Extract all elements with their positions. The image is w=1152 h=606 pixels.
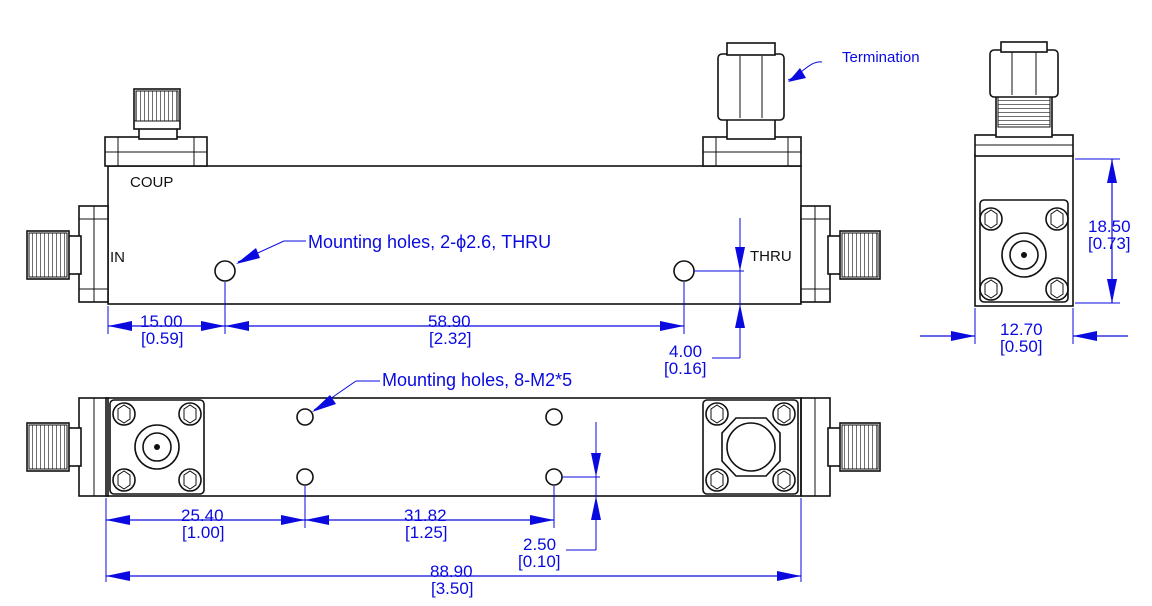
dim-top-left-mm: 15.00: [140, 312, 183, 331]
bottom-body: [105, 397, 802, 497]
dim-top-middle-inch: [2.32]: [429, 329, 472, 348]
dim-side-height-mm: 18.50: [1088, 217, 1131, 236]
in-connector: [26, 205, 109, 303]
dim-bottom-left-inch: [1.00]: [182, 523, 225, 542]
dim-top-offset-inch: [0.16]: [664, 359, 707, 378]
dim-bottom-offset-mm: 2.50: [523, 535, 556, 554]
dim-overall-inch: [3.50]: [431, 579, 474, 598]
coup-label: COUP: [130, 174, 173, 191]
top-holes-note: Mounting holes, 2-ϕ2.6, THRU: [308, 232, 551, 252]
screw-icon: [1045, 277, 1069, 301]
top-view: COUP IN THRU Termination Mounting holes,…: [26, 42, 920, 378]
dim-top-left-inch: [0.59]: [141, 329, 184, 348]
termination-label: Termination: [842, 49, 920, 66]
connector-face-icon: [1001, 232, 1047, 278]
dim-overall-mm: 88.90: [430, 562, 473, 581]
screw-icon: [772, 402, 796, 426]
screw-icon: [979, 277, 1003, 301]
coup-connector: [104, 88, 208, 167]
dim-bottom-middle-mm: 31.82: [404, 506, 447, 525]
dim-bottom-middle-inch: [1.25]: [405, 523, 448, 542]
dim-side-width-mm: 12.70: [1000, 320, 1043, 339]
dim-bottom-left-mm: 25.40: [181, 506, 224, 525]
dim-side-width-inch: [0.50]: [1000, 337, 1043, 356]
screw-icon: [979, 207, 1003, 231]
screw-icon: [772, 468, 796, 492]
screw-icon: [112, 468, 136, 492]
screw-icon: [705, 468, 729, 492]
side-view: 18.50 [0.73] 12.70 [0.50]: [920, 41, 1131, 356]
thru-label: THRU: [750, 248, 792, 265]
mounting-hole: [214, 260, 236, 282]
screw-icon: [112, 402, 136, 426]
screw-icon: [1045, 207, 1069, 231]
mounting-hole: [545, 408, 563, 426]
in-label: IN: [110, 249, 125, 266]
screw-icon: [178, 402, 202, 426]
dim-side-height-inch: [0.73]: [1088, 234, 1131, 253]
termination-connector: [702, 42, 823, 167]
connector-face-icon: [134, 424, 180, 470]
screw-icon: [178, 468, 202, 492]
dim-top-middle-mm: 58.90: [428, 312, 471, 331]
mounting-hole: [296, 408, 314, 426]
bottom-holes-note: Mounting holes, 8-M2*5: [382, 370, 572, 390]
screw-icon: [705, 402, 729, 426]
mounting-hole: [296, 468, 314, 486]
dim-bottom-offset-inch: [0.10]: [518, 552, 561, 571]
termination-hex-icon: [721, 417, 781, 477]
thru-connector: [800, 205, 881, 303]
bottom-view: Mounting holes, 8-M2*5 25.40 [1.00] 31.8…: [26, 370, 881, 598]
dim-top-offset-mm: 4.00: [669, 342, 702, 361]
